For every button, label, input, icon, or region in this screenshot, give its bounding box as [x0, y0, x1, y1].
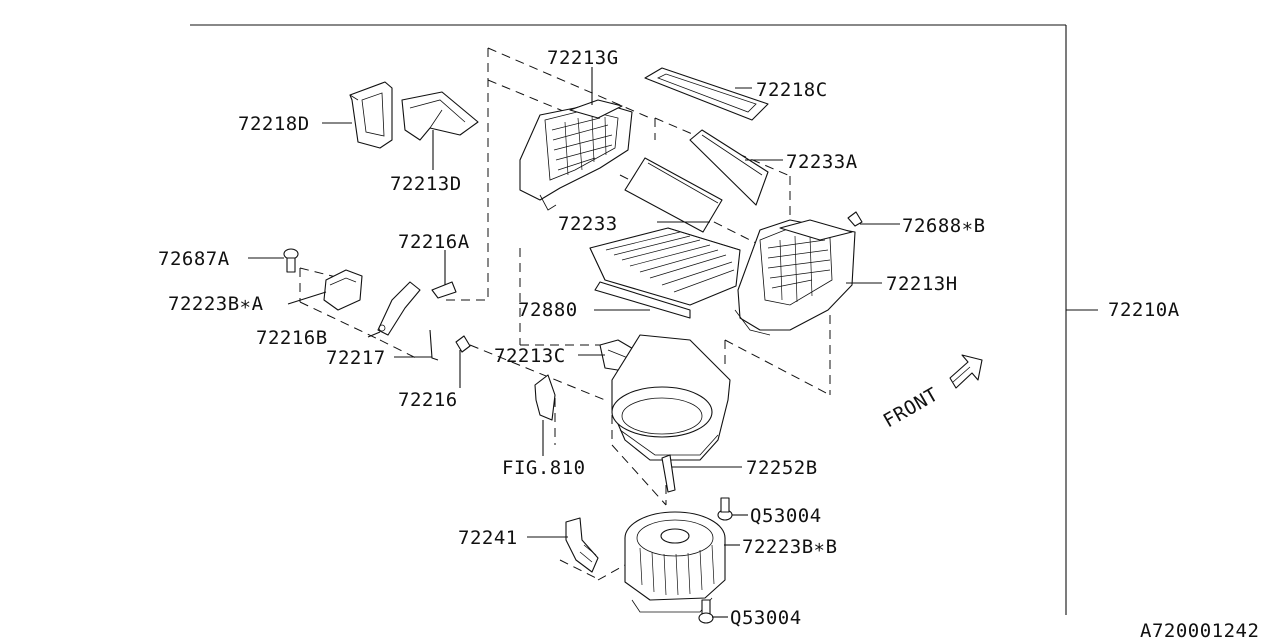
filter-plate-72233A — [689, 129, 769, 206]
label-72233: 72233 — [558, 213, 618, 235]
rod-72217 — [429, 329, 439, 361]
label-72223BA: 72223B∗A — [168, 293, 264, 315]
drawing-id: A720001242 — [1140, 620, 1259, 640]
lever-72216 — [455, 335, 471, 353]
filter-plate-72233 — [624, 157, 723, 233]
case-72213H — [734, 219, 856, 336]
gasket-72218C — [644, 67, 769, 121]
label-72216B: 72216B — [256, 327, 328, 349]
label-72213G: 72213G — [547, 47, 619, 69]
label-72210A: 72210A — [1108, 299, 1180, 321]
clip-72252B — [661, 454, 676, 493]
gasket-72218D — [349, 81, 393, 149]
label-72688B: 72688∗B — [902, 215, 986, 237]
upper-case-72213G — [519, 99, 633, 211]
screw-q53004-lower — [698, 599, 714, 624]
duct-72241 — [565, 517, 599, 573]
label-72880: 72880 — [518, 299, 578, 321]
label-72687A: 72687A — [158, 248, 230, 270]
label-72218C: 72218C — [756, 79, 828, 101]
link-72216B — [377, 281, 421, 336]
label-72216A: 72216A — [398, 231, 470, 253]
label-fig810: FIG.810 — [502, 457, 586, 479]
actuator-72223BA — [323, 269, 363, 311]
label-72216: 72216 — [398, 389, 458, 411]
assembly-frame — [190, 24, 1098, 615]
screw-72687A — [283, 248, 299, 273]
duct-72213D — [401, 91, 479, 141]
label-72233A: 72233A — [786, 151, 858, 173]
blower-case — [611, 334, 731, 461]
screw-q53004-upper — [717, 497, 733, 521]
blower-motor-72223BB — [624, 511, 726, 613]
label-72252B: 72252B — [746, 457, 818, 479]
label-72217: 72217 — [326, 347, 386, 369]
label-q53004-lower: Q53004 — [730, 607, 802, 629]
filter-72880 — [589, 227, 741, 319]
label-q53004-upper: Q53004 — [750, 505, 822, 527]
label-front: FRONT — [880, 383, 943, 432]
bracket-fig810 — [534, 374, 556, 421]
leader-lines — [248, 67, 900, 618]
label-72213D: 72213D — [390, 173, 462, 195]
label-72213C: 72213C — [494, 345, 566, 367]
front-arrow-icon — [949, 354, 983, 389]
link-72216A — [431, 281, 457, 299]
label-72241: 72241 — [458, 527, 518, 549]
clip-72688B — [847, 211, 863, 227]
label-72213H: 72213H — [886, 273, 958, 295]
label-72223BB: 72223B∗B — [742, 536, 838, 558]
label-72218D: 72218D — [238, 113, 310, 135]
